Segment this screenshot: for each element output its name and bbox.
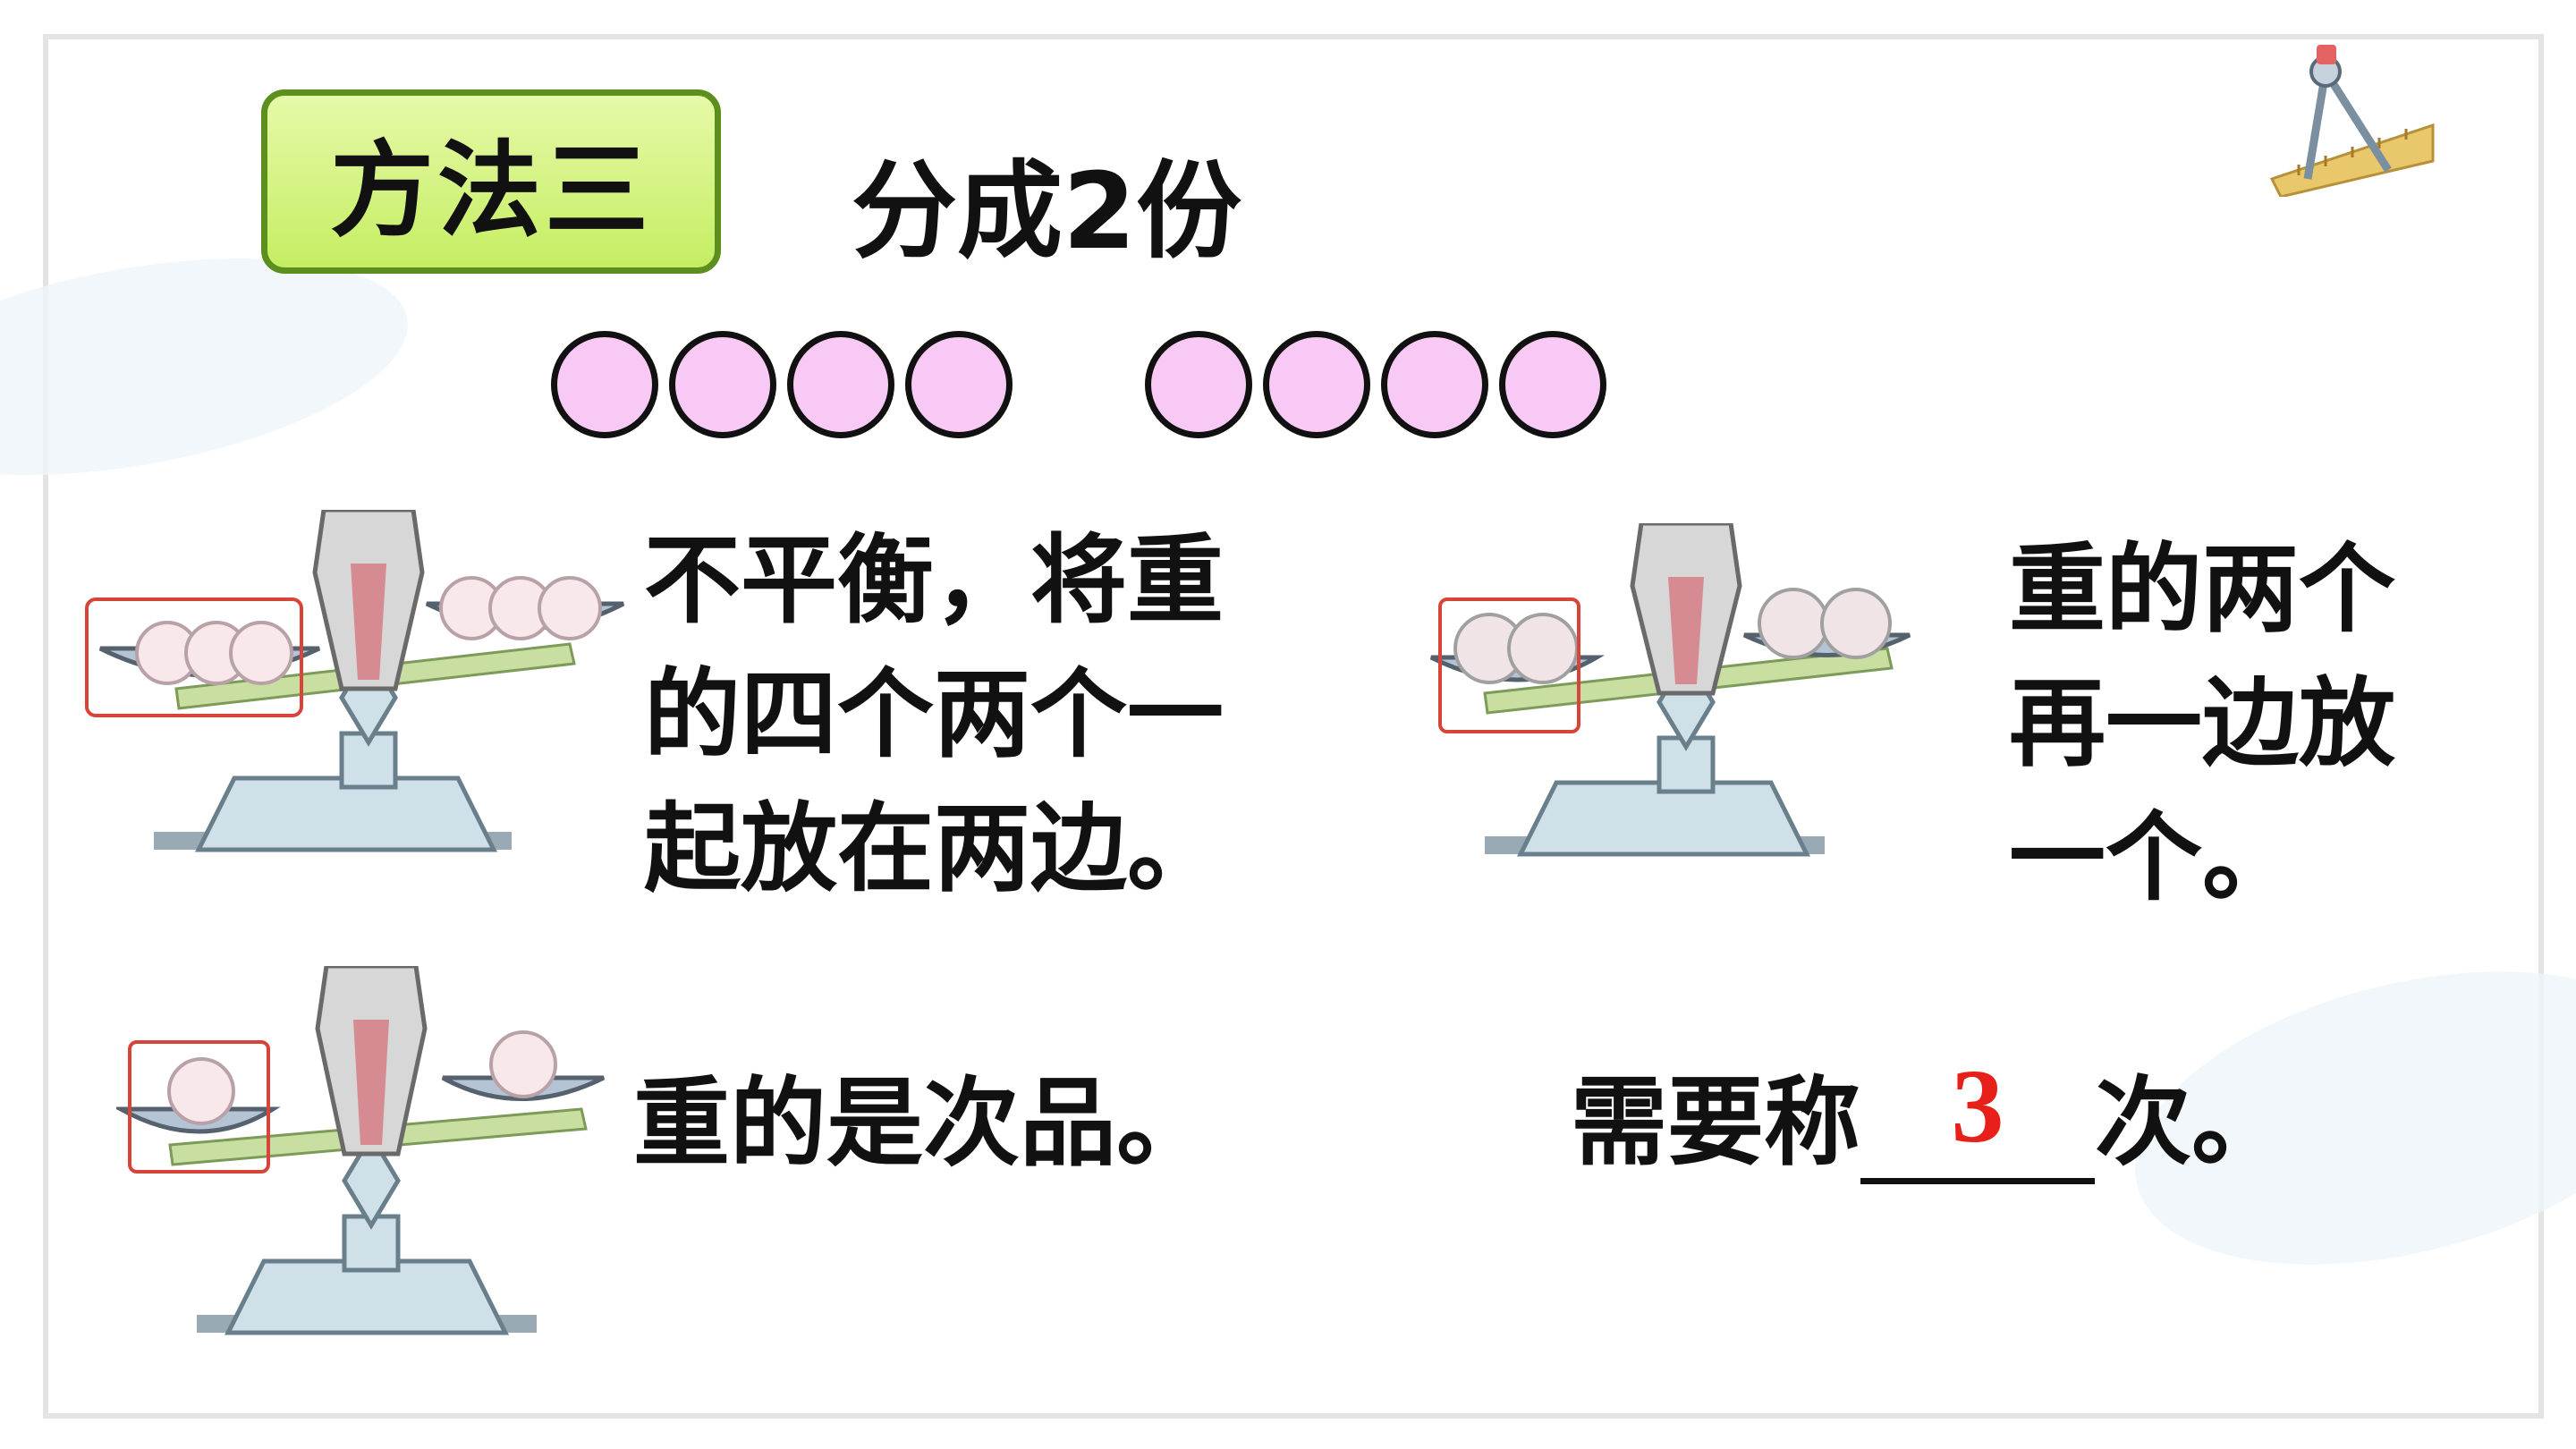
coin [1381,331,1488,438]
answer-prefix: 需要称 [1571,1067,1861,1179]
compass-ruler-icon [2269,45,2435,197]
split-two-title: 分成2份 [852,149,1242,273]
coin [669,331,776,438]
answer-value: 3 [1951,1047,2004,1165]
answer-blank: 3 [1860,1047,2096,1184]
step-one-line: 的四个两个一 [644,659,1224,771]
coin [1499,331,1606,438]
step-two-line: 重的两个 [2009,534,2396,646]
balance-scale-icon [1429,523,1911,857]
step-two-line: 再一边放 [2009,668,2396,780]
coin-group-a [551,331,1013,438]
step-one-line: 起放在两边。 [644,793,1224,905]
step-one-line: 不平衡，将重 [644,525,1224,637]
coin [1263,331,1370,438]
step-two-line: 一个。 [2009,802,2300,914]
answer-sentence: 需要称 3 次。 [1571,1045,2289,1184]
step-one-text: 不平衡，将重 的四个两个一 起放在两边。 [644,514,1224,917]
method-three-badge: 方法三 [261,89,721,274]
coin [551,331,658,438]
balance-scale-icon [85,510,625,852]
step-three-text: 重的是次品。 [633,1068,1214,1180]
coin [787,331,894,438]
answer-suffix: 次。 [2095,1067,2289,1179]
step-two-text: 重的两个 再一边放 一个。 [2009,523,2395,926]
coin-group-b [1145,331,1606,438]
coin [905,331,1013,438]
balance-scale-icon [116,966,606,1335]
coin [1145,331,1252,438]
